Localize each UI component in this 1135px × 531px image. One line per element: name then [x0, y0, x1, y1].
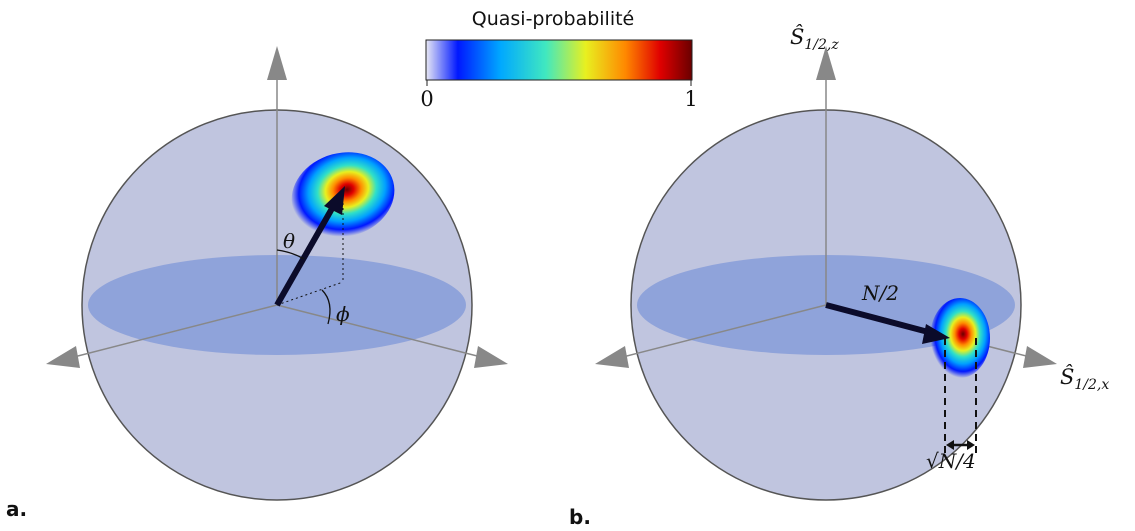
- width-label: √N/4: [926, 449, 976, 473]
- panel-label-a: a.: [6, 497, 27, 521]
- colorbar-max-label: 1: [684, 87, 697, 111]
- theta-label: θ: [283, 229, 295, 253]
- x-axis-arrowhead-a: [474, 346, 508, 368]
- y-axis-b: [618, 304, 827, 359]
- z-axis-label: Ŝ1/2,z: [790, 24, 839, 53]
- width-arrowhead-left: [946, 440, 954, 450]
- panel-label-b: b.: [569, 505, 591, 529]
- y-axis-a: [69, 304, 278, 359]
- phi-arc: [321, 289, 331, 325]
- x-axis-label: Ŝ1/2,x: [1060, 364, 1109, 393]
- z-axis-arrowhead-a: [267, 46, 287, 80]
- state-vector-b: [825, 302, 933, 336]
- quasi-probability-blob-b: [930, 298, 990, 378]
- y-axis-arrowhead-b: [595, 346, 629, 368]
- theta-arc: [276, 249, 305, 260]
- x-axis-a: [276, 304, 486, 359]
- vector-label-n-half: N/2: [861, 281, 899, 305]
- colorbar-min-label: 0: [420, 87, 433, 111]
- phi-label: ϕ: [336, 302, 350, 326]
- z-axis-arrowhead-b: [816, 46, 836, 80]
- colorbar: Quasi-probabilité 0 1: [420, 8, 697, 111]
- projection-horizontal-a: [276, 281, 344, 306]
- panel-a: θ ϕ a.: [6, 46, 508, 521]
- panel-b: N/2 Ŝ1/2,z Ŝ1/2,x √N/4 b.: [569, 24, 1109, 529]
- width-arrowhead-right: [967, 440, 975, 450]
- colorbar-rect: [425, 39, 693, 81]
- state-vector-a: [274, 203, 337, 307]
- y-axis-arrowhead-a: [46, 346, 80, 368]
- colorbar-title: Quasi-probabilité: [472, 8, 635, 30]
- x-axis-arrowhead-b: [1023, 346, 1057, 368]
- state-vector-arrowhead-b: [922, 324, 950, 344]
- state-vector-arrowhead-a: [324, 186, 345, 215]
